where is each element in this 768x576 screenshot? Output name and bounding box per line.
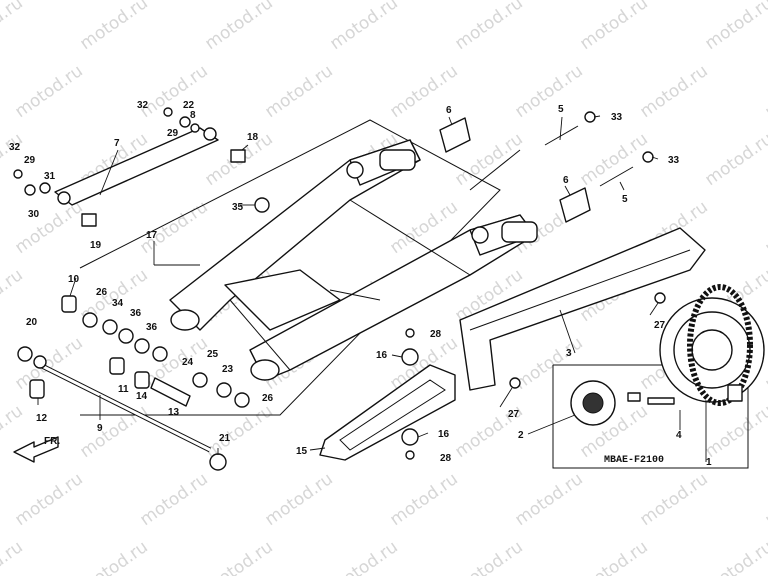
part-callout-5: 5 <box>558 104 564 115</box>
part-callout-34: 34 <box>112 298 124 309</box>
watermark-text: motod.ru <box>761 197 768 258</box>
part-callout-24: 24 <box>182 357 194 368</box>
part-callout-26: 26 <box>262 393 274 404</box>
front-direction-arrow <box>13 436 59 463</box>
part-callout-32: 32 <box>137 100 149 111</box>
part-callout-31: 31 <box>44 171 56 182</box>
watermark-text: motod.ru <box>11 61 86 122</box>
part-callout-16: 16 <box>376 350 388 361</box>
watermark-text: motod.ru <box>76 401 151 462</box>
part-callout-5: 5 <box>622 194 628 205</box>
watermark-text: motod.ru <box>0 265 27 326</box>
part-callout-19: 19 <box>90 240 102 251</box>
watermark-text: motod.ru <box>261 469 336 530</box>
watermark-text: motod.ru <box>11 197 86 258</box>
part-callout-33: 33 <box>668 155 680 166</box>
chain-joint <box>627 384 743 405</box>
watermark-text: motod.ru <box>636 61 711 122</box>
part-callout-10: 10 <box>68 274 80 285</box>
watermark-text: motod.ru <box>701 0 768 54</box>
swingarm <box>169 139 538 381</box>
chain-case <box>459 227 706 391</box>
watermark-text: motod.ru <box>451 0 526 54</box>
part-callout-33: 33 <box>611 112 623 123</box>
part-callout-21: 21 <box>219 433 231 444</box>
watermark-text: motod.ru <box>386 469 461 530</box>
watermark-text: motod.ru <box>11 469 86 530</box>
watermark-text: motod.ru <box>136 469 211 530</box>
watermark-text: motod.ru <box>136 61 211 122</box>
leader-lines <box>37 115 707 462</box>
part-callout-17: 17 <box>146 230 158 241</box>
watermark-text: motod.ru <box>261 61 336 122</box>
part-callout-28: 28 <box>430 329 442 340</box>
watermark-text: motod.ru <box>511 469 586 530</box>
watermark-text: motod.ru <box>701 537 768 576</box>
watermark-text: motod.ru <box>326 0 401 54</box>
part-callout-26: 26 <box>96 287 108 298</box>
part-callout-14: 14 <box>136 391 148 402</box>
direction-label: FR. <box>44 436 60 447</box>
part-callout-11: 11 <box>118 384 129 395</box>
watermark-text: motod.ru <box>201 537 276 576</box>
watermark-text: motod.ru <box>201 401 276 462</box>
watermark-text: motod.ru <box>576 0 651 54</box>
watermark-text: motod.ru <box>0 0 27 54</box>
part-callout-2: 2 <box>518 430 524 441</box>
part-callout-36: 36 <box>130 308 142 319</box>
part-callout-6: 6 <box>563 175 569 186</box>
watermark-text: motod.ru <box>576 129 651 190</box>
swingarm-group-box <box>79 119 501 416</box>
drive-chain <box>687 284 753 406</box>
chain-slider <box>319 364 456 461</box>
part-callout-27: 27 <box>654 320 666 331</box>
watermark-text: motod.ru <box>76 537 151 576</box>
diagram-code: MBAE-F2100 <box>604 455 664 466</box>
part-callout-32: 32 <box>9 142 21 153</box>
part-callout-12: 12 <box>36 413 48 424</box>
watermark-text: motod.ru <box>76 0 151 54</box>
hardware-parts <box>13 107 666 471</box>
part-callout-23: 23 <box>222 364 234 375</box>
watermark-text: motod.ru <box>201 0 276 54</box>
part-callout-28: 28 <box>440 453 452 464</box>
torque-link <box>54 127 219 206</box>
part-callout-9: 9 <box>97 423 103 434</box>
watermark-text: motod.ru <box>0 129 27 190</box>
watermark-text: motod.ru <box>761 469 768 530</box>
watermark-text: motod.ru <box>701 129 768 190</box>
part-callout-20: 20 <box>26 317 38 328</box>
part-callout-22: 22 <box>183 100 195 111</box>
callout-layer: 1234556678910111213141516161718192021222… <box>9 100 712 468</box>
watermark-text: motod.ru <box>511 333 586 394</box>
watermark-text: motod.ru <box>636 469 711 530</box>
part-callout-25: 25 <box>207 349 219 360</box>
part-callout-3: 3 <box>566 348 572 359</box>
part-callout-6: 6 <box>446 105 452 116</box>
watermark-text: motod.ru <box>701 401 768 462</box>
part-callout-13: 13 <box>168 407 180 418</box>
pivot-bolt <box>33 355 212 453</box>
watermark-text: motod.ru <box>576 537 651 576</box>
part-callout-16: 16 <box>438 429 450 440</box>
part-callout-29: 29 <box>24 155 36 166</box>
part-callout-7: 7 <box>114 138 120 149</box>
part-callout-29: 29 <box>167 128 179 139</box>
part-callout-4: 4 <box>676 430 682 441</box>
watermark-text: motod.ru <box>451 537 526 576</box>
watermark-text: motod.ru <box>326 537 401 576</box>
part-callout-30: 30 <box>28 209 40 220</box>
part-callout-27: 27 <box>508 409 520 420</box>
watermark-text: motod.ru <box>761 61 768 122</box>
drive-sprocket <box>570 380 616 426</box>
watermark-text: motod.ru <box>0 537 27 576</box>
part-callout-8: 8 <box>190 110 196 121</box>
part-callout-35: 35 <box>232 202 244 213</box>
part-callout-18: 18 <box>247 132 259 143</box>
part-callout-36: 36 <box>146 322 158 333</box>
part-callout-1: 1 <box>706 457 712 468</box>
watermark-text: motod.ru <box>511 61 586 122</box>
part-callout-15: 15 <box>296 446 308 457</box>
